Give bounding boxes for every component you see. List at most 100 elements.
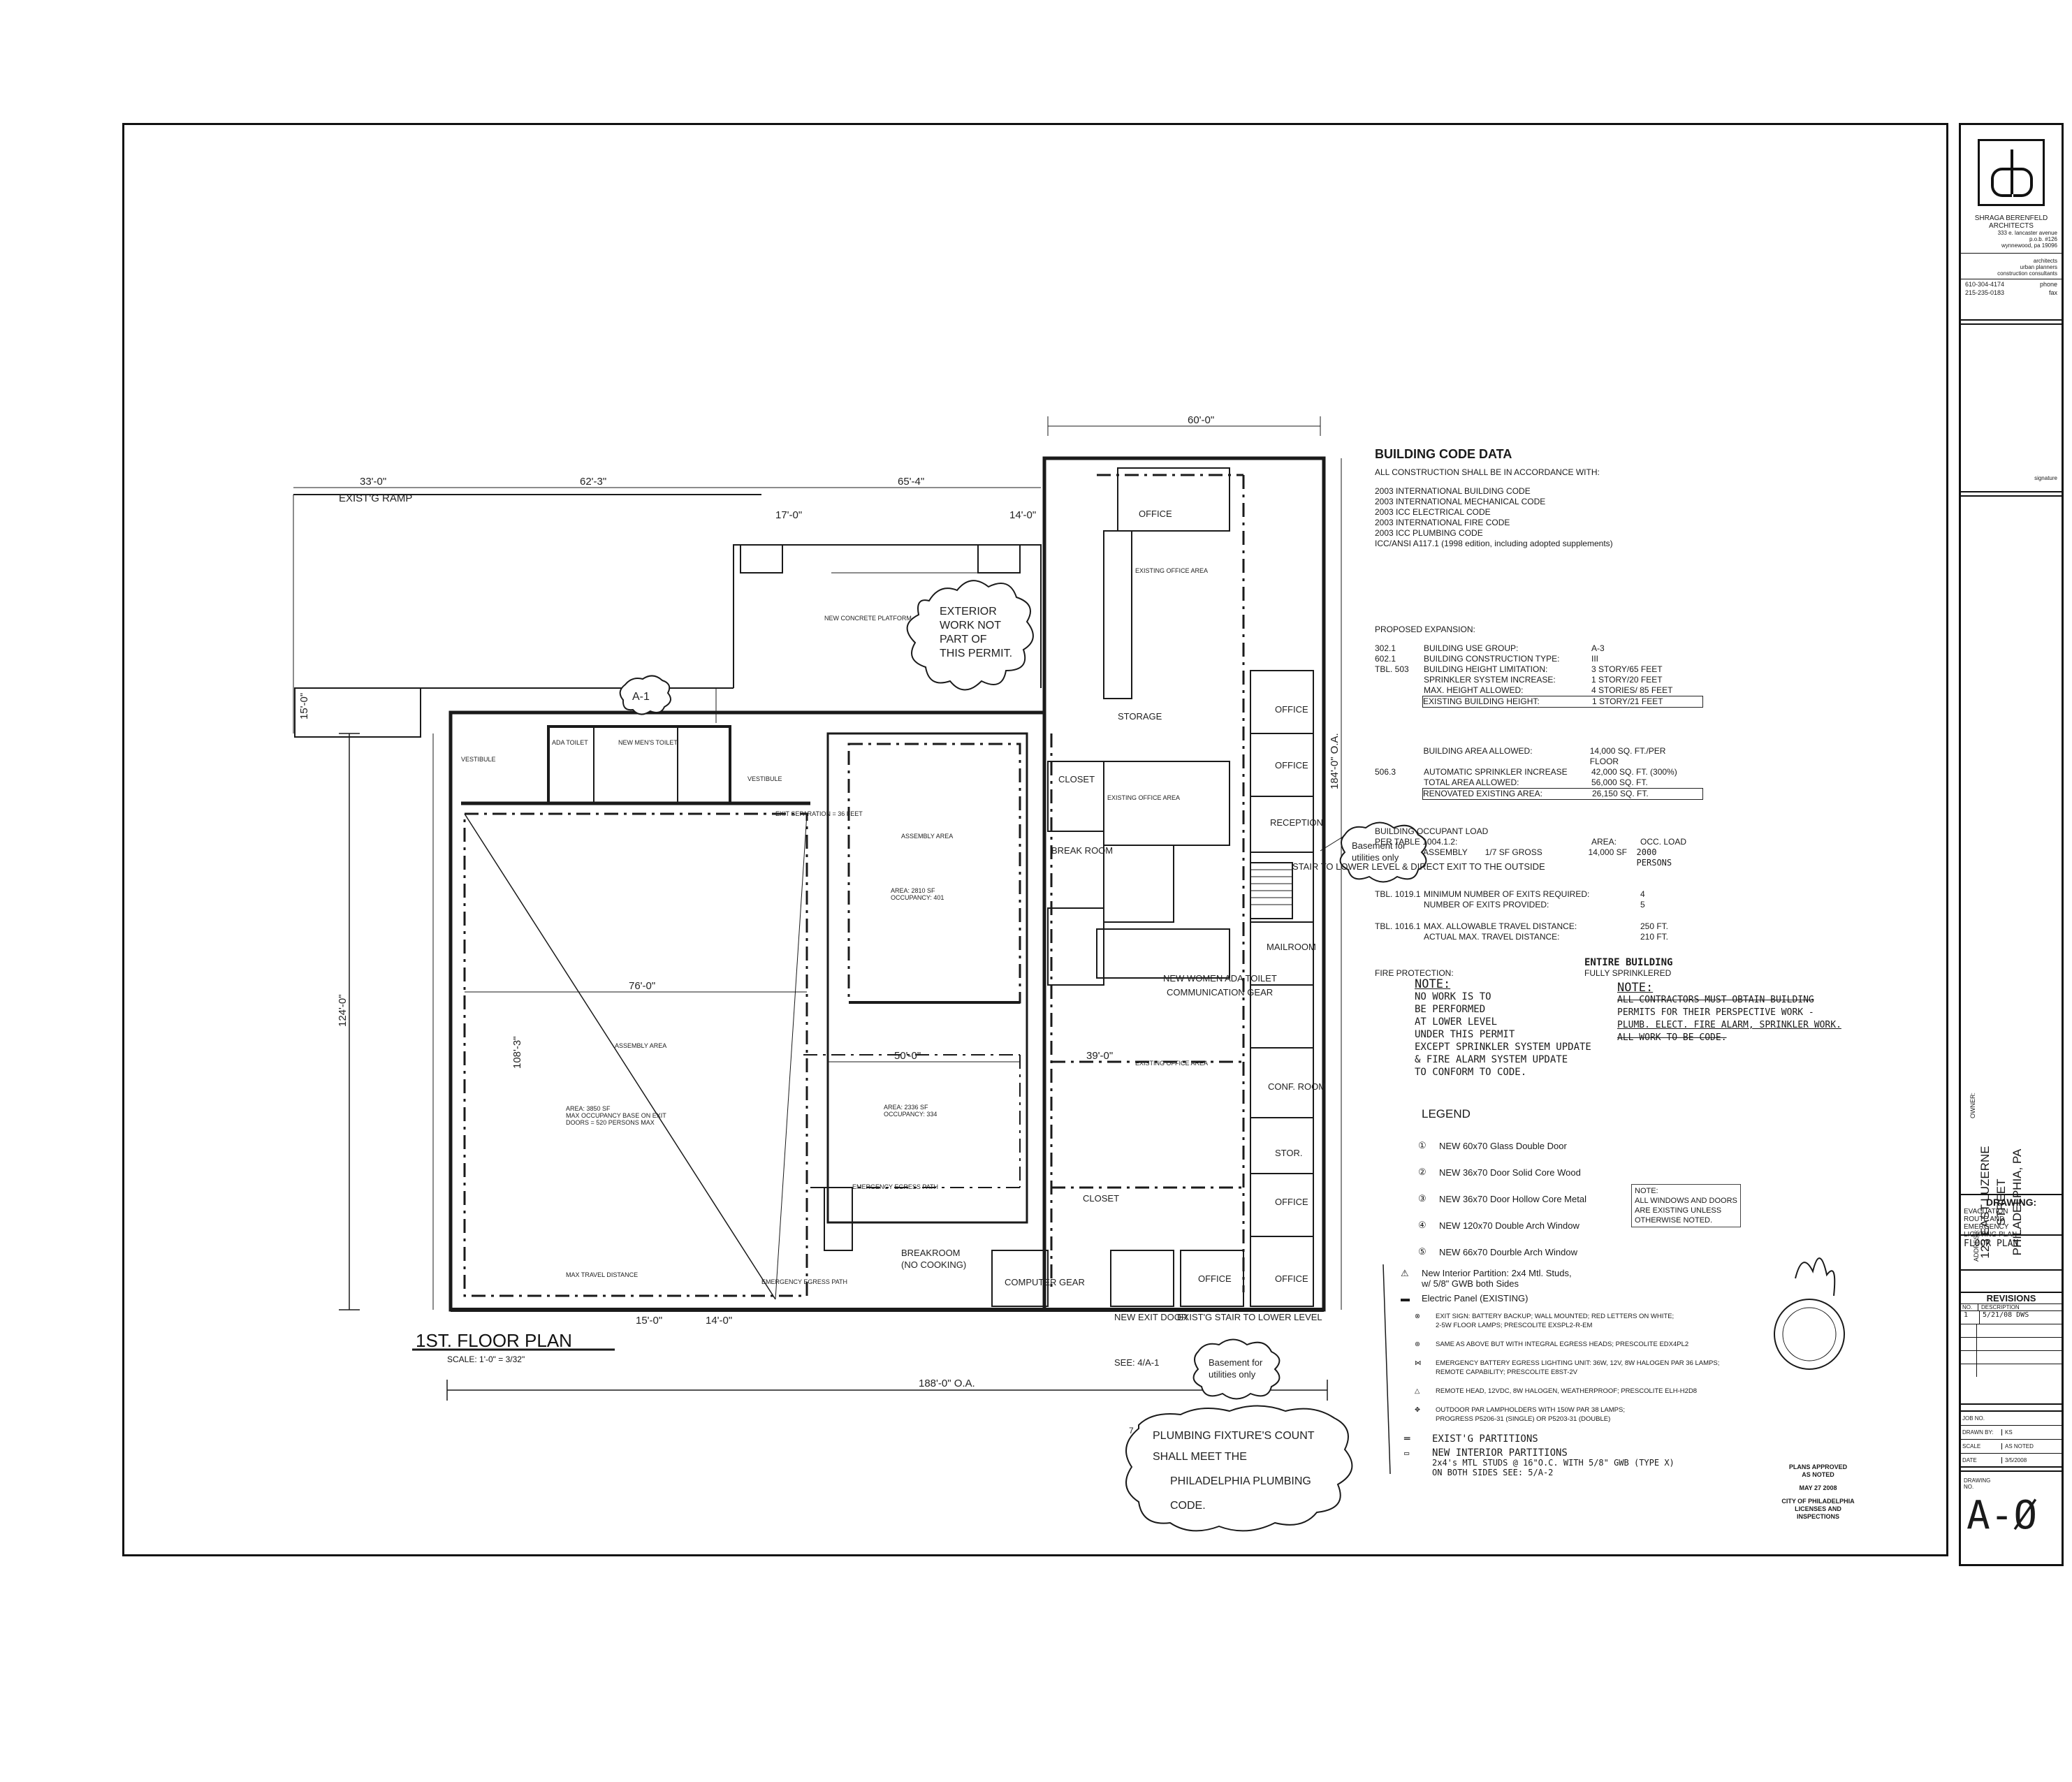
new-partition-icon: ▭ bbox=[1404, 1448, 1410, 1458]
approval-stamp: PLANS APPROVED AS NOTED MAY 27 2008 CITY… bbox=[1781, 1463, 1855, 1520]
exit-egress-icon: ⊛ bbox=[1415, 1341, 1420, 1348]
cloud-a1: A-1 bbox=[632, 691, 650, 703]
cloud-plumbing-4: CODE. bbox=[1170, 1500, 1206, 1512]
dim-ramp-depth: 15'-0" bbox=[298, 693, 310, 720]
room-existing-office-3: EXISTING OFFICE AREA bbox=[1135, 1060, 1208, 1067]
note-left-line-4: UNDER THIS PERMIT bbox=[1415, 1029, 1515, 1040]
code-data-intro: ALL CONSTRUCTION SHALL BE IN ACCORDANCE … bbox=[1375, 467, 1600, 477]
travel-actual: ACTUAL MAX. TRAVEL DISTANCE:210 FT. bbox=[1424, 932, 1669, 942]
room-assembly-hall: ASSEMBLY AREA bbox=[901, 833, 953, 840]
code-row-sprinkler: SPRINKLER SYSTEM INCREASE:1 STORY/20 FEE… bbox=[1424, 675, 1663, 685]
room-breakroom: BREAKROOM bbox=[901, 1248, 961, 1258]
remote-head-icon: △ bbox=[1415, 1387, 1420, 1395]
room-hall-lower-area-2: OCCUPANCY: 334 bbox=[884, 1111, 937, 1118]
dim-top-c: 17'-0" bbox=[775, 509, 802, 521]
note-left: NOTE: NO WORK IS TO BE PERFORMED AT LOWE… bbox=[1415, 978, 1591, 1079]
note-left-line-3: AT LOWER LEVEL bbox=[1415, 1016, 1498, 1028]
owner-block: OWNER: ADDRESS: 123 EAST LUZERNE STREET … bbox=[1961, 495, 2062, 1262]
drawing-line-4: LIGHTING PLAN bbox=[1964, 1231, 2018, 1239]
cloud-basement-1a: Basement for bbox=[1352, 840, 1406, 851]
drawing-no: A-Ø bbox=[1967, 1493, 2038, 1538]
room-mailroom: MAILROOM bbox=[1267, 942, 1316, 952]
dim-bottom-2: 14'-0" bbox=[706, 1315, 732, 1327]
sheet-border bbox=[122, 123, 1948, 1556]
note-right-title: NOTE: bbox=[1617, 981, 1654, 995]
revision-row-2 bbox=[1961, 1324, 2062, 1338]
code-row-area-allowed: BUILDING AREA ALLOWED:14,000 SQ. FT./PER… bbox=[1423, 746, 1666, 766]
room-assembly-main: ASSEMBLY AREA bbox=[615, 1042, 666, 1049]
firm-service-2: urban planners bbox=[2020, 264, 2057, 270]
legend-title: LEGEND bbox=[1422, 1107, 1471, 1120]
drawing-no-label: DRAWING NO. bbox=[1964, 1477, 1991, 1490]
dim-assembly-depth: 108'-3" bbox=[511, 1036, 523, 1069]
new-exit-label: NEW EXIT DOOR bbox=[1114, 1312, 1188, 1322]
firm-service-1: architects bbox=[2033, 258, 2057, 264]
code-row-renovated: RENOVATED EXISTING AREA:26,150 SQ. FT. bbox=[1422, 788, 1703, 800]
circle-num-icon: ① bbox=[1418, 1140, 1427, 1151]
fixture-exit-sign: ⊗EXIT SIGN: BATTERY BACKUP; WALL MOUNTED… bbox=[1415, 1313, 1675, 1329]
cloud-exterior-3: PART OF bbox=[940, 634, 987, 645]
room-vestibule: VESTIBULE bbox=[461, 756, 496, 763]
revisions-label: REVISIONS bbox=[1961, 1293, 2062, 1304]
dim-top-e: 60'-0" bbox=[1188, 414, 1214, 426]
title-block: SHRAGA BERENFELD ARCHITECTS 333 e. lanca… bbox=[1959, 123, 2064, 1566]
room-assembly-hall-area-2: OCCUPANCY: 401 bbox=[891, 894, 944, 901]
exterior-work-cloud bbox=[906, 580, 1034, 691]
room-assembly-main-area-3: DOORS = 520 PERSONS MAX bbox=[566, 1119, 655, 1126]
cloud-plumbing-2: SHALL MEET THE bbox=[1153, 1451, 1247, 1463]
cloud-basement-1b: utilities only bbox=[1352, 852, 1399, 863]
room-storage: STORAGE bbox=[1118, 711, 1162, 722]
drawn-by-row: DRAWN BY:KS bbox=[1961, 1426, 2062, 1440]
cloud-exterior-2: WORK NOT bbox=[940, 620, 1001, 631]
room-existing-office-2: EXISTING OFFICE AREA bbox=[1107, 794, 1180, 801]
code-1: 2003 INTERNATIONAL BUILDING CODE bbox=[1375, 486, 1531, 496]
firm-address-3: wynnewood, pa 19096 bbox=[1961, 242, 2062, 254]
room-closet: CLOSET bbox=[1058, 774, 1095, 784]
occupant-load-title: BUILDING OCCUPANT LOAD bbox=[1375, 826, 1489, 836]
platform-line-1: NEW CONCRETE PLATFORM bbox=[824, 615, 912, 622]
dim-office-width: 39'-0" bbox=[1086, 1050, 1113, 1062]
circle-num-icon: ④ bbox=[1418, 1220, 1427, 1230]
code-row-total-area: TOTAL AREA ALLOWED:56,000 SQ. FT. bbox=[1424, 777, 1648, 787]
room-office-6: OFFICE bbox=[1198, 1273, 1232, 1284]
basement-cloud-1 bbox=[1339, 821, 1427, 883]
legend-panel: ▬Electric Panel (EXISTING) bbox=[1401, 1293, 1529, 1303]
dim-top-b: 65'-4" bbox=[898, 476, 924, 488]
legend-existing-partitions: ═EXIST'G PARTITIONS bbox=[1404, 1433, 1538, 1445]
code-6: ICC/ANSI A117.1 (1998 edition, including… bbox=[1375, 539, 1613, 548]
note-left-line-6: & FIRE ALARM SYSTEM UPDATE bbox=[1415, 1054, 1568, 1065]
firm-name-1: SHRAGA BERENFELD bbox=[1974, 214, 2048, 222]
room-office-2: OFFICE bbox=[1275, 704, 1308, 715]
dim-top-a: 62'-3" bbox=[580, 476, 606, 488]
room-mens-toilet: NEW MEN'S TOILET bbox=[618, 739, 678, 746]
electric-panel-icon: ▬ bbox=[1401, 1293, 1410, 1303]
exit-sign-icon: ⊗ bbox=[1415, 1313, 1420, 1320]
room-ada-toilet: ADA TOILET bbox=[552, 739, 588, 746]
drawing-line-2: ROUTE AND bbox=[1964, 1215, 2005, 1223]
code-row-max-height: MAX. HEIGHT ALLOWED:4 STORIES/ 85 FEET bbox=[1424, 685, 1673, 695]
triangle-icon: ⚠ bbox=[1401, 1268, 1409, 1278]
detail-ref-label: SEE: 4/A-1 bbox=[1114, 1357, 1159, 1368]
room-assembly-main-area-2: MAX OCCUPANCY BASE ON EXIT bbox=[566, 1112, 666, 1119]
room-communication: COMMUNICATION GEAR bbox=[1167, 987, 1273, 998]
fire-protection: FIRE PROTECTION:FULLY SPRINKLERED bbox=[1375, 968, 1672, 978]
room-computer-gear: COMPUTER GEAR bbox=[1005, 1277, 1085, 1287]
note-left-title: NOTE: bbox=[1415, 977, 1451, 991]
room-vestibule-2: VESTIBULE bbox=[747, 775, 782, 782]
room-no-cooking: (NO COOKING) bbox=[901, 1259, 966, 1270]
note-left-line-7: TO CONFORM TO CODE. bbox=[1415, 1067, 1527, 1078]
